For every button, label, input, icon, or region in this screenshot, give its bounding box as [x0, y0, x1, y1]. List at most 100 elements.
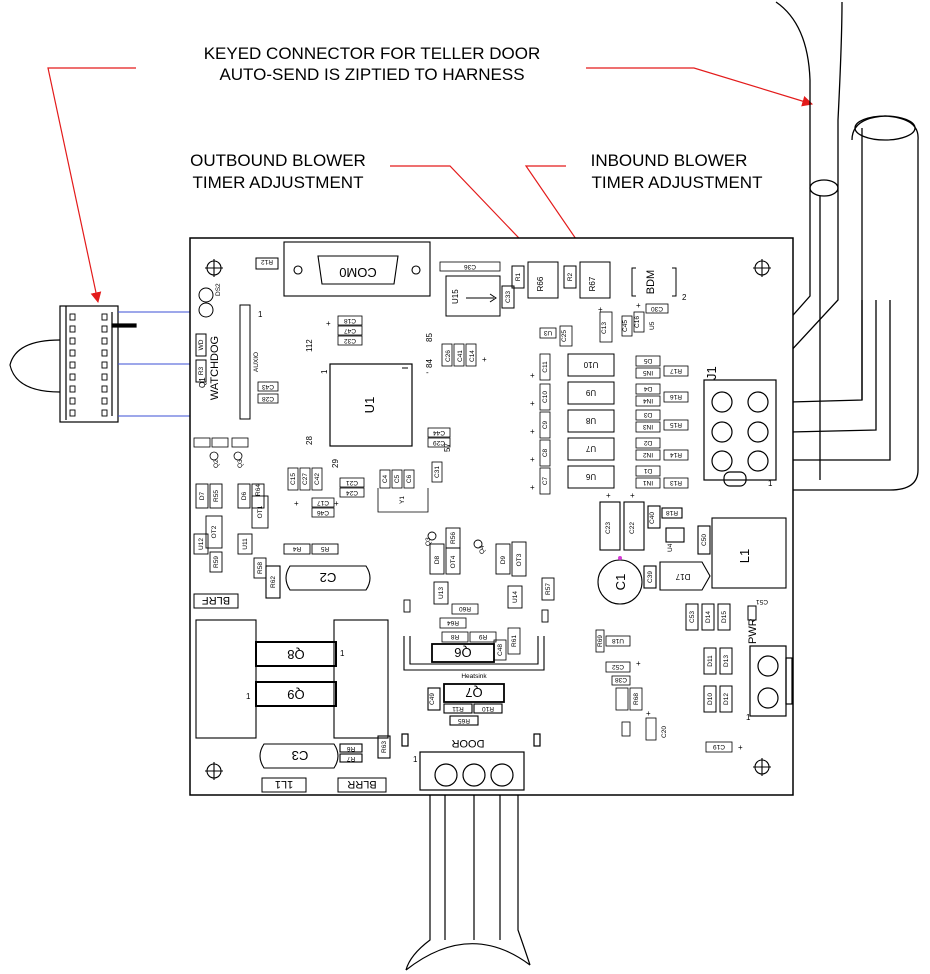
u15-regulator	[445, 275, 501, 317]
c39-label: C39	[647, 571, 654, 583]
leader-keyed-to-connector	[47, 67, 136, 304]
c28-label: C28	[262, 395, 274, 402]
polarity-marks: + + + + + + + + + + + + + + + + - - -	[294, 301, 743, 794]
svg-text:R3: R3	[198, 366, 205, 375]
door-label: DOOR	[451, 737, 484, 749]
c2-label: C2	[320, 570, 337, 585]
leader-outbound	[390, 165, 539, 259]
d8-label: D8	[434, 555, 441, 564]
callout-keyed-connector: KEYED CONNECTOR FOR TELLER DOOR AUTO-SEN…	[204, 44, 541, 84]
d10-label: D10	[707, 693, 714, 705]
r60-label: R60	[459, 605, 471, 612]
input-section	[635, 355, 689, 489]
q8-pin-1: 1	[340, 649, 345, 658]
pwr-pin-1: 1	[746, 713, 751, 722]
callout-inbound-blower: INBOUND BLOWER TIMER ADJUSTMENT	[591, 151, 763, 192]
svg-text:+: +	[636, 301, 641, 310]
r10-label: R10	[482, 705, 494, 712]
d11-label: D11	[707, 655, 714, 667]
tl1-label: 1L1	[275, 778, 293, 790]
c18-label: C18	[344, 317, 356, 324]
r65-label: R65	[458, 717, 470, 724]
d3-label: D3	[643, 411, 652, 418]
bottom-left-labels	[261, 777, 387, 793]
c38-label: C38	[615, 676, 627, 683]
d5-label: D5	[643, 357, 652, 364]
q9-label: Q9	[287, 687, 304, 702]
u12-label: U12	[198, 538, 205, 550]
lower-right-parts	[595, 629, 733, 753]
in2-label: IN2	[643, 451, 654, 458]
door-pin-1: 1	[413, 755, 418, 764]
r61-label: R61	[511, 635, 518, 647]
svg-text:+: +	[530, 427, 535, 436]
r56-label: R56	[450, 532, 457, 544]
in1-label: IN1	[643, 479, 654, 486]
pin-112: 112	[305, 339, 314, 352]
l1-label: L1	[737, 549, 752, 563]
wd-led: WD R3	[195, 333, 207, 383]
c42-label: C42	[314, 473, 321, 485]
mounting-hole-icon	[205, 259, 771, 780]
q1-label: Q1	[198, 377, 207, 388]
j1-label: J1	[704, 366, 719, 380]
r17-label: R17	[670, 367, 682, 374]
c22-label: C22	[629, 522, 636, 534]
c10-label: C10	[542, 391, 549, 403]
pwr-connector	[749, 645, 793, 717]
r9-label: R9	[478, 633, 487, 640]
u1-label: U1	[362, 397, 377, 414]
c53-label: C53	[689, 611, 696, 623]
c40-label: C40	[649, 512, 656, 524]
u7-label: U7	[585, 444, 596, 453]
svg-text:+: +	[598, 305, 603, 314]
leader-keyed-to-cable	[586, 67, 814, 107]
ot4-label: OT4	[450, 555, 457, 568]
svg-text:+: +	[482, 355, 487, 364]
pin-28: 28	[305, 436, 314, 445]
pin-85: 85	[425, 333, 434, 342]
in5-label: IN5	[643, 369, 654, 376]
com0-label: COM0	[339, 265, 377, 280]
r13-label: R13	[670, 479, 682, 486]
c36-label: C36	[464, 263, 476, 270]
c48-label: C48	[497, 644, 504, 656]
r57-label: R57	[545, 583, 552, 595]
d7-label: D7	[199, 491, 206, 500]
u1-microcontroller	[329, 363, 413, 447]
r14-label: R14	[670, 451, 682, 458]
keyed-connector-pins	[69, 313, 108, 417]
ds-label: DS2	[215, 283, 222, 296]
svg-text:+: +	[294, 499, 299, 508]
power-diodes	[685, 603, 757, 713]
c44-label: C44	[433, 429, 445, 436]
d14-label: D14	[705, 611, 712, 623]
c47-label: C47	[344, 327, 356, 334]
d13-label: D13	[723, 655, 730, 667]
c24-label: C24	[346, 489, 358, 496]
u13-label: U13	[438, 587, 445, 599]
c41-label: C41	[457, 350, 464, 362]
c4-label: C4	[382, 474, 389, 483]
bulk-caps	[599, 501, 683, 551]
auxio-header: AUXIO 1	[239, 304, 263, 420]
callout-keyed-line1: KEYED CONNECTOR FOR TELLER DOOR	[204, 44, 541, 63]
r67-pot	[563, 261, 611, 299]
d6-label: D6	[241, 491, 248, 500]
c3-label: C3	[292, 748, 309, 763]
c13-label: C13	[601, 322, 608, 334]
c3-capacitor	[259, 735, 391, 769]
blrr-label: BLRR	[347, 778, 376, 790]
watchdog-label: WATCHDOG	[209, 336, 221, 400]
u10-label: U10	[583, 360, 598, 369]
r66-pot	[501, 261, 559, 309]
r15-label: R15	[670, 421, 682, 428]
r11-label: R11	[452, 705, 464, 712]
caps-right-top	[539, 303, 669, 347]
r59-label: R59	[213, 556, 220, 568]
pin-1: 1	[320, 369, 329, 374]
bdm-connector	[631, 267, 677, 297]
r5-label: R5	[320, 545, 329, 552]
d12-label: D12	[723, 693, 730, 705]
